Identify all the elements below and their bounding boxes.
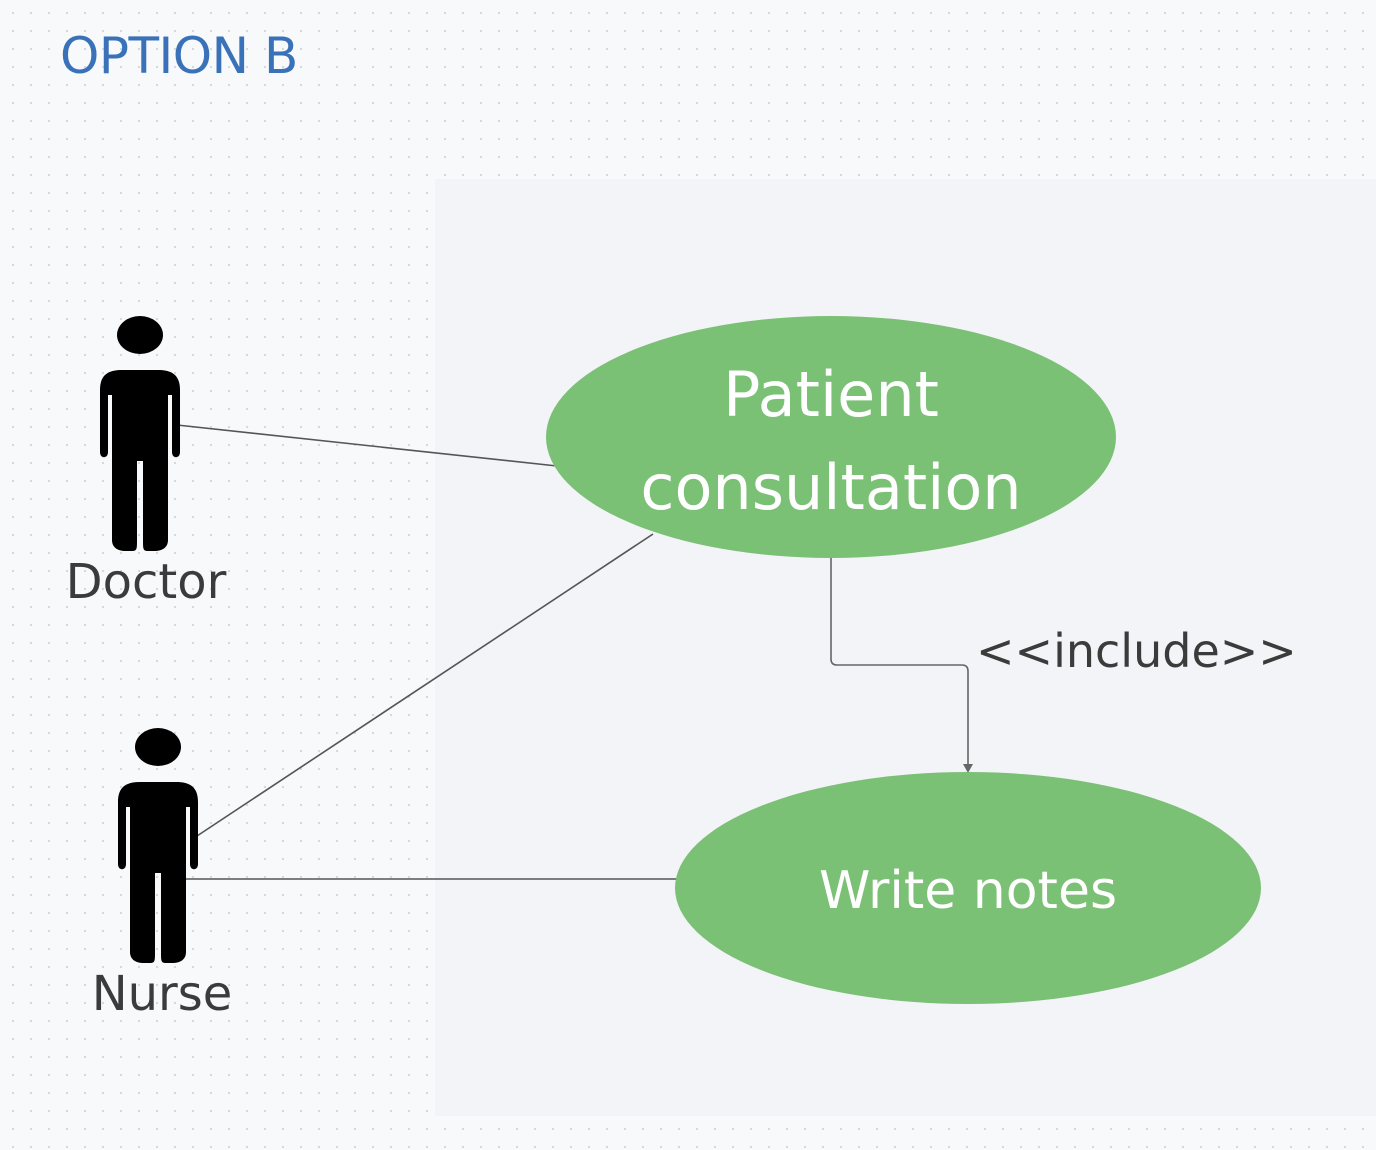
person-icon [100,316,180,551]
use-case-label-line1: Patient [723,358,939,431]
use-case-label-line2: consultation [640,451,1021,524]
page-title: OPTION B [60,27,298,85]
actor-label-nurse: Nurse [92,966,233,1022]
use-case-patient-consultation[interactable]: Patient consultation [546,316,1116,558]
association-doctor-consultation [176,424,558,467]
include-connector [830,558,969,764]
actor-doctor[interactable]: Doctor [66,316,227,610]
person-icon [118,728,198,963]
actor-label-doctor: Doctor [66,554,227,610]
use-case-write-notes[interactable]: Write notes [675,772,1261,1004]
include-label: <<include>> [976,624,1297,678]
association-nurse-consultation [196,533,654,837]
use-case-label: Write notes [819,861,1117,921]
actor-nurse[interactable]: Nurse [92,728,233,1022]
include-arrowhead [963,764,973,773]
